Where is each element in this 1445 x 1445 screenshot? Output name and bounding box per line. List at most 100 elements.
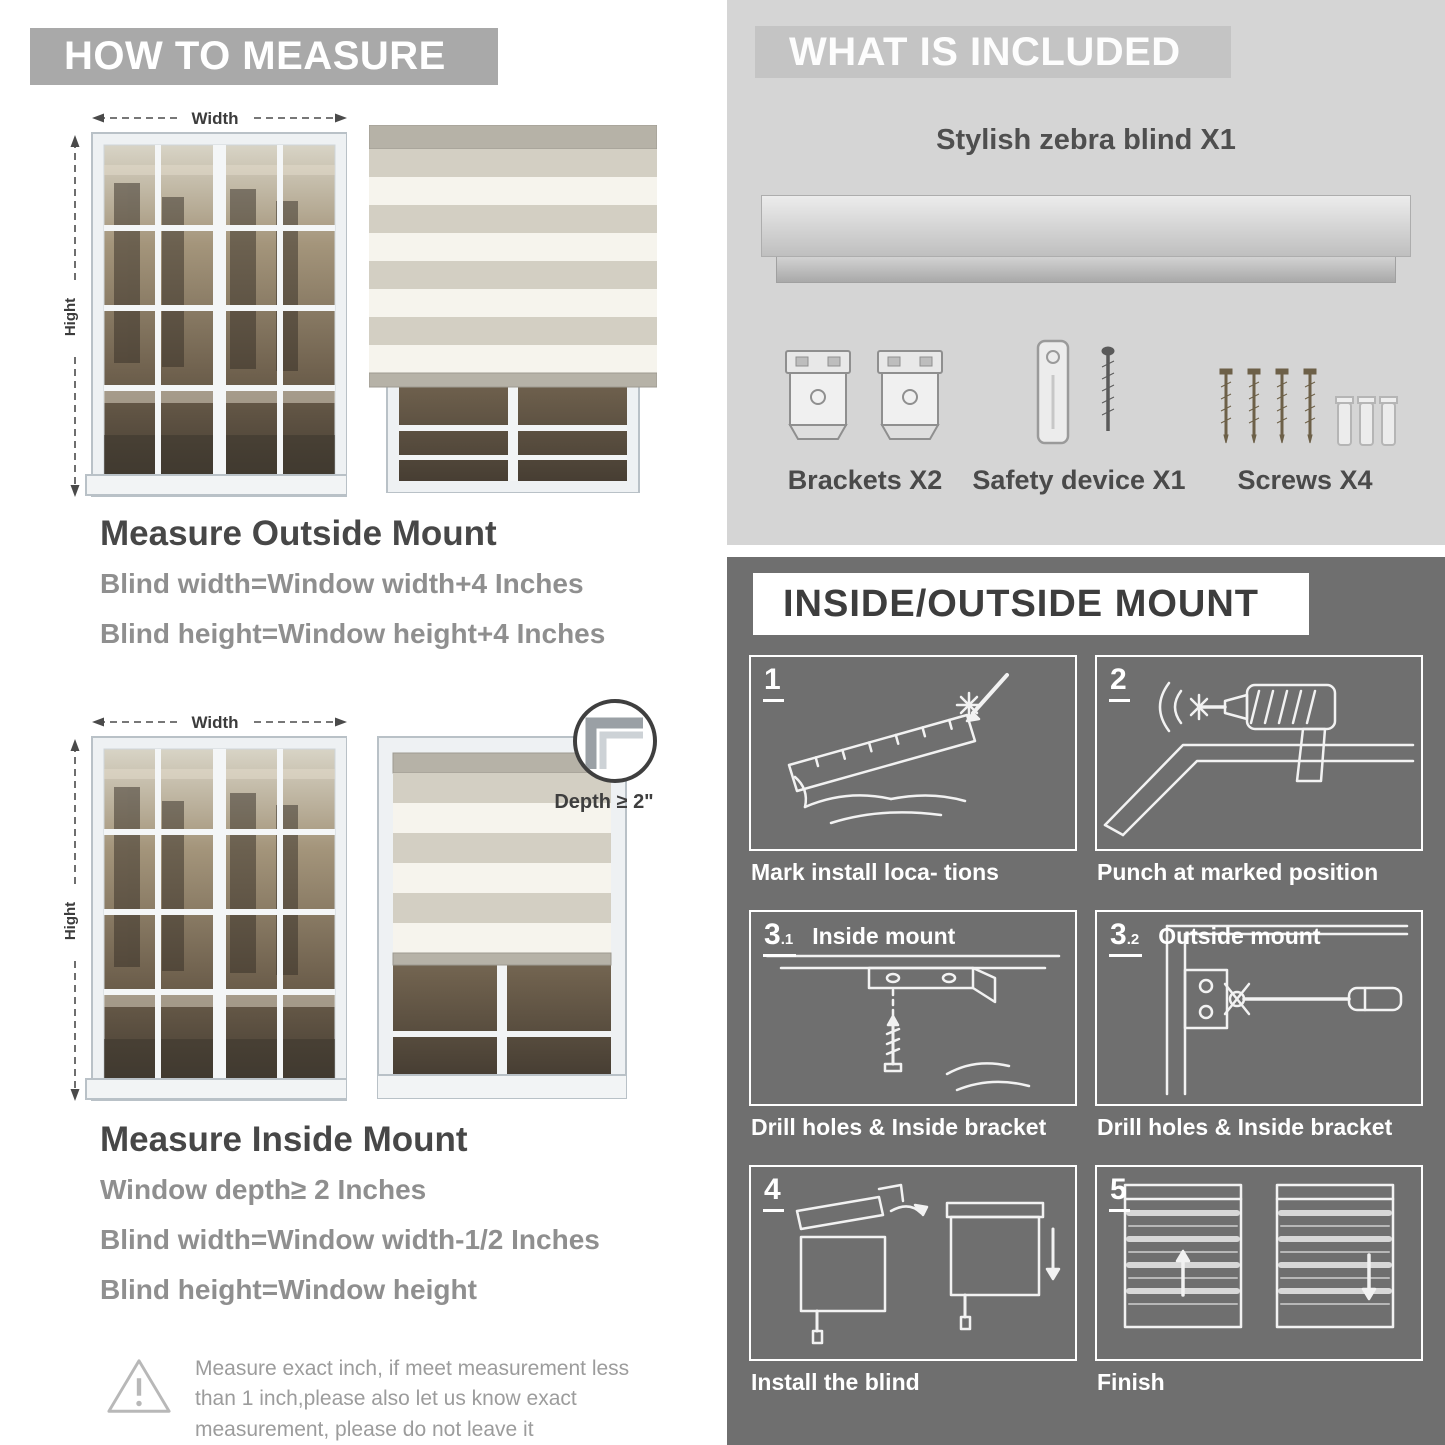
step-1-number: 1	[763, 665, 784, 702]
step-3-1-caption: Drill holes & Inside bracket	[751, 1114, 1047, 1140]
step-5-caption: Finish	[1097, 1369, 1165, 1395]
inside-mount-line-3: Blind height=Window height	[100, 1274, 477, 1305]
safety-device-label: Safety device X1	[972, 465, 1186, 495]
screw-glyph	[1101, 346, 1115, 431]
what-is-included-header: WHAT IS INCLUDED	[755, 26, 1231, 78]
step-4-box: 4	[749, 1165, 1077, 1361]
inside-bracket-illustration	[765, 954, 1061, 1092]
step-2-box: 2	[1095, 655, 1423, 851]
height-arrow: Hight	[62, 739, 85, 1101]
brackets-icon	[785, 350, 943, 440]
install-blind-illustration	[795, 1183, 1061, 1345]
step-number-text: 4	[764, 1173, 781, 1206]
window-outside-illustration: Width Hight	[62, 106, 347, 497]
step-5: 5 Finish	[1095, 1165, 1423, 1396]
zebra-blind-inside-wrap: Depth ≥ 2"	[376, 699, 657, 1104]
zebra-stripes	[392, 752, 612, 966]
step-1-caption: Mark install loca- tions	[751, 859, 999, 885]
width-label: Width	[191, 109, 238, 128]
step-3-1-title: Inside mount	[812, 923, 956, 949]
wall-anchors	[1334, 396, 1398, 446]
safety-device-item: Safety device X1	[972, 335, 1186, 496]
inside-mount-line-2: Blind width=Window width-1/2 Inches	[100, 1224, 600, 1255]
step-subnumber-text: .2	[1126, 931, 1140, 948]
brackets-item: Brackets X2	[782, 345, 948, 496]
measurement-warning: Measure exact inch, if meet measurement …	[105, 1354, 712, 1445]
zebra-blind-headrail-image	[761, 195, 1411, 283]
width-arrow: Width	[92, 710, 347, 734]
step-3-2-caption: Drill holes & Inside bracket	[1097, 1114, 1393, 1140]
step-4: 4 Install the blind	[749, 1165, 1077, 1396]
zebra-blind-outside-wrap	[368, 124, 658, 498]
step-1-box: 1	[749, 655, 1077, 851]
inside-outside-mount-header: INSIDE/OUTSIDE MOUNT	[753, 573, 1309, 635]
screws-label: Screws X4	[1237, 465, 1373, 495]
window-drawing	[85, 736, 347, 1101]
finish-illustration	[1123, 1183, 1395, 1329]
outside-mount-heading: Measure Outside Mount	[100, 514, 497, 553]
step-3-1: 3.1 Inside mount Drill holes & Inside br…	[749, 910, 1077, 1141]
step-number-text: 3	[764, 918, 781, 951]
step-3-2: 3.2 Outside mount Drill holes & Inside b…	[1095, 910, 1423, 1141]
step-5-box: 5	[1095, 1165, 1423, 1361]
screws-icon	[1219, 368, 1398, 446]
depth-callout-circle	[573, 699, 657, 783]
inside-outside-mount-title: INSIDE/OUTSIDE MOUNT	[783, 583, 1260, 625]
headrail-valance	[776, 257, 1396, 283]
step-number-text: 3	[1110, 918, 1127, 951]
height-arrow: Hight	[62, 135, 85, 497]
how-to-measure-section: HOW TO MEASURE Width	[0, 0, 712, 1445]
step-4-number: 4	[763, 1175, 784, 1212]
step-2-caption: Punch at marked position	[1097, 859, 1379, 885]
step-2: 2 Punch at marked position	[1095, 655, 1423, 886]
window-corner-zoom-icon	[585, 717, 643, 769]
window-inside-illustration: Width Hight	[62, 710, 347, 1101]
step-3-2-number: 3.2 Outside mount	[1109, 920, 1320, 957]
screws-item: Screws X4	[1210, 363, 1400, 496]
zebra-blind-inside-illustration	[376, 736, 628, 1100]
step-3-1-number: 3.1 Inside mount	[763, 920, 955, 957]
how-to-measure-header: HOW TO MEASURE	[30, 28, 498, 85]
zebra-blind-outside-illustration	[368, 124, 658, 494]
outside-mount-line-1: Blind width=Window width+4 Inches	[100, 568, 584, 599]
inside-mount-heading: Measure Inside Mount	[100, 1120, 468, 1159]
outside-mount-illustrations: Width Hight	[62, 105, 712, 498]
mark-location-illustration	[787, 673, 1009, 825]
depth-callout-label: Depth ≥ 2"	[554, 791, 654, 813]
step-3-2-title: Outside mount	[1158, 923, 1321, 949]
height-label: Hight	[62, 298, 79, 336]
safety-device-icon	[1036, 339, 1115, 445]
height-label: Hight	[62, 902, 79, 940]
step-4-caption: Install the blind	[751, 1369, 920, 1395]
step-number-text: 5	[1110, 1173, 1127, 1206]
width-label: Width	[191, 713, 238, 732]
drill-punch-illustration	[1103, 681, 1415, 837]
right-column: WHAT IS INCLUDED Stylish zebra blind X1	[727, 0, 1445, 1445]
what-is-included-section: WHAT IS INCLUDED Stylish zebra blind X1	[727, 0, 1445, 545]
step-number-text: 2	[1110, 663, 1127, 696]
brackets-label: Brackets X2	[787, 465, 943, 495]
outside-bracket-illustration	[1165, 924, 1409, 1096]
step-3-1-box: 3.1 Inside mount	[749, 910, 1077, 1106]
step-5-number: 5	[1109, 1175, 1130, 1212]
step-subnumber-text: .1	[780, 931, 794, 948]
zebra-stripes	[368, 124, 658, 388]
how-to-measure-title: HOW TO MEASURE	[64, 34, 446, 78]
window-drawing	[85, 132, 347, 497]
blind-label: Stylish zebra blind X1	[936, 124, 1236, 156]
step-number-text: 1	[764, 663, 781, 696]
headrail-cassette	[761, 195, 1411, 257]
mount-steps-grid: 1 Mark install loca- tions	[749, 655, 1423, 1396]
inside-mount-line-1: Window depth≥ 2 Inches	[100, 1174, 427, 1205]
warning-triangle-icon	[107, 1359, 171, 1413]
warning-text: Measure exact inch, if meet measurement …	[195, 1357, 630, 1441]
window-muntins	[104, 145, 335, 475]
included-parts-row: Brackets X2	[782, 335, 1400, 496]
step-2-number: 2	[1109, 665, 1130, 702]
width-arrow: Width	[92, 106, 347, 130]
step-3-2-box: 3.2 Outside mount	[1095, 910, 1423, 1106]
inside-outside-mount-section: INSIDE/OUTSIDE MOUNT	[727, 557, 1445, 1445]
what-is-included-title: WHAT IS INCLUDED	[789, 30, 1181, 74]
outside-mount-line-2: Blind height=Window height+4 Inches	[100, 618, 606, 649]
